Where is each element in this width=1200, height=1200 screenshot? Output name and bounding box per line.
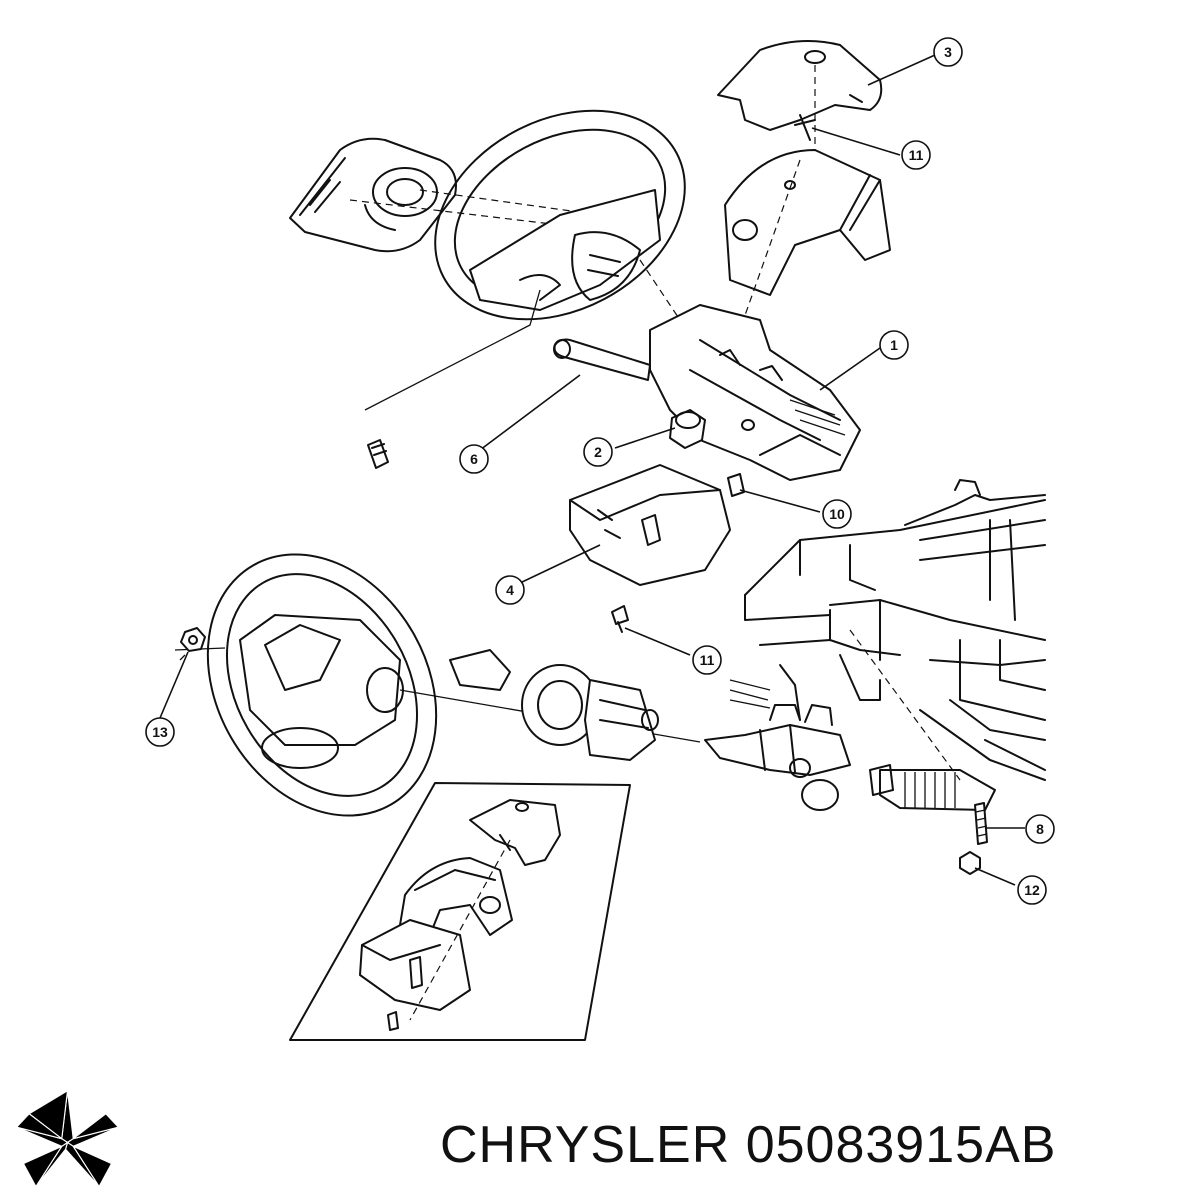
brand-name: CHRYSLER <box>440 1116 731 1174</box>
steering-column-assembly <box>649 304 861 481</box>
clockspring-assembly <box>449 649 659 761</box>
steering-wheel-upper <box>364 109 686 411</box>
multifunction-lever <box>553 338 651 381</box>
callout-6: 6 <box>459 444 489 474</box>
svg-text:12: 12 <box>1024 882 1040 898</box>
column-nut <box>959 851 981 875</box>
svg-text:1: 1 <box>890 337 898 353</box>
pentastar-icon <box>15 1089 120 1188</box>
svg-text:13: 13 <box>152 724 168 740</box>
screw-10 <box>727 473 745 497</box>
ignition-switch <box>669 409 706 449</box>
leader-lines <box>159 54 1025 886</box>
callout-11-bottom: 11 <box>692 645 722 675</box>
callout-1: 1 <box>879 330 909 360</box>
instrument-panel-bracket <box>729 479 1046 781</box>
steering-wheel-lower <box>174 553 701 817</box>
callout-3: 3 <box>933 37 963 67</box>
middle-column-shroud <box>714 149 891 401</box>
spring-coupler <box>869 764 996 811</box>
airbag-module <box>289 137 601 253</box>
wheel-nut <box>180 627 206 652</box>
svg-text:8: 8 <box>1036 821 1044 837</box>
lower-column-shroud <box>569 464 731 586</box>
callout-8: 8 <box>1025 814 1055 844</box>
stud-bolt <box>974 802 988 845</box>
callout-10: 10 <box>822 499 852 529</box>
callout-13: 13 <box>145 717 175 747</box>
svg-text:3: 3 <box>944 44 952 60</box>
part-number: 05083915AB <box>745 1116 1057 1174</box>
svg-text:11: 11 <box>909 147 924 163</box>
svg-text:4: 4 <box>506 582 514 598</box>
upper-column-shroud <box>717 40 883 150</box>
part-caption: CHRYSLER 05083915AB <box>440 1100 1200 1190</box>
callout-11-top: 11 <box>901 140 931 170</box>
inset-alternate-shrouds <box>289 782 631 1041</box>
svg-text:11: 11 <box>700 652 715 668</box>
svg-text:6: 6 <box>470 451 478 467</box>
callout-12: 12 <box>1017 875 1047 905</box>
callout-4: 4 <box>495 575 525 605</box>
screw-11-lower <box>611 605 629 633</box>
svg-text:2: 2 <box>594 444 602 460</box>
svg-text:10: 10 <box>829 506 845 522</box>
column-shaft <box>704 704 851 811</box>
callout-2: 2 <box>583 437 613 467</box>
wheel-bolt <box>367 439 389 469</box>
